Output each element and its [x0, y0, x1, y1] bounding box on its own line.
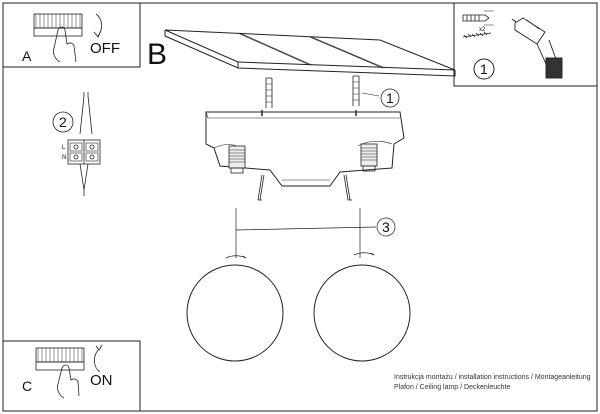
tools-panel-frame: [453, 2, 598, 87]
fixing-screws: [257, 174, 352, 201]
switch-terminal-block-c: [35, 347, 85, 371]
rotate-arrow-icon-c: [94, 344, 103, 373]
step-2-number: 2: [59, 114, 67, 130]
hand-icon-c: [57, 364, 80, 399]
ceiling-slab: [164, 29, 456, 77]
step-1-number-tools: 1: [480, 61, 488, 77]
lamp-sockets: [228, 143, 378, 174]
step-1-badge-ceiling: [380, 88, 400, 108]
off-label: OFF: [90, 40, 120, 57]
lamp-base: [205, 110, 405, 187]
panel-a-frame: [2, 2, 141, 68]
cable-in: [79, 95, 93, 135]
panel-b-letter: B: [147, 38, 168, 71]
tools-panel: [453, 2, 598, 87]
hand-icon-a: [53, 26, 77, 63]
panel-c-letter: C: [22, 378, 33, 394]
bulb-guides: [225, 208, 396, 259]
globe-bulb-right: [313, 264, 411, 362]
globe-bulb-left: [186, 264, 284, 362]
connector-diagram: [52, 92, 101, 196]
terminal-label-n: N: [62, 155, 67, 161]
terminal-label-l: L: [62, 145, 66, 151]
panel-a-letter: A: [22, 48, 32, 64]
screw-icon: [462, 31, 492, 39]
anchor-count: x2: [479, 27, 486, 33]
caption-line-2: Plafon / Ceiling lamp / Deckenleuchte: [394, 384, 511, 391]
step-1-number-ceiling: 1: [386, 90, 394, 106]
panel-c-frame: [2, 340, 141, 412]
caption-line-1: Instrukcja montażu / installation instru…: [394, 374, 591, 381]
step-3-badge: [376, 217, 396, 237]
drill-icon: [511, 17, 563, 79]
switch-terminal-block-a: [33, 13, 83, 37]
step-3-number: 3: [382, 219, 390, 235]
rotate-arrow-icon-a: [93, 13, 102, 38]
on-label: ON: [90, 372, 113, 389]
step-2-badge: [52, 111, 74, 133]
wall-plug-icon: [462, 10, 494, 26]
panel-c: [2, 340, 141, 412]
wall-anchors: [265, 75, 400, 108]
step-1-badge-tools: [473, 58, 495, 80]
panel-a: [2, 2, 141, 68]
cable-out: [79, 163, 89, 191]
